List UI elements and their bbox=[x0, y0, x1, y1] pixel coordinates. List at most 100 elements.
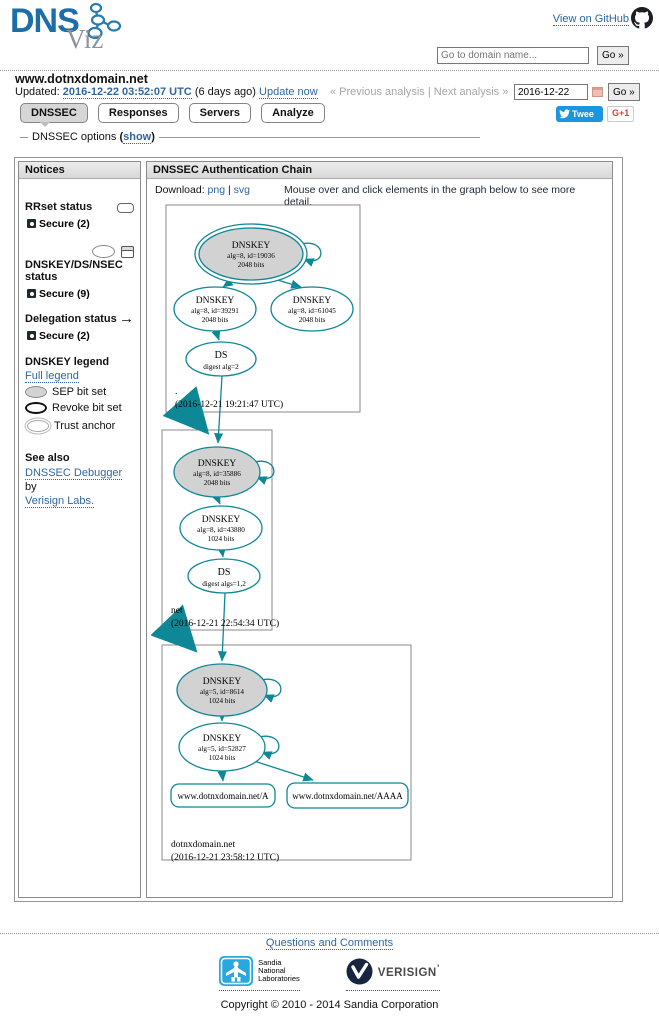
notices-header: Notices bbox=[19, 162, 140, 179]
options-label: DNSSEC options bbox=[32, 131, 117, 143]
updated-label: Updated: bbox=[15, 86, 60, 98]
dnskey-node[interactable] bbox=[270, 286, 354, 332]
dnskey-node[interactable] bbox=[185, 341, 257, 377]
chain-header: DNSSEC Authentication Chain bbox=[147, 162, 612, 179]
update-now-link[interactable]: Update now bbox=[259, 86, 318, 99]
gplus-button[interactable]: G+1 bbox=[607, 106, 635, 122]
node-label: 2048 bits bbox=[299, 316, 326, 324]
updated-row: Updated: 2016-12-22 03:52:07 UTC (6 days… bbox=[15, 86, 318, 99]
calendar-icon[interactable] bbox=[592, 87, 603, 97]
tweet-button[interactable]: Twee bbox=[556, 106, 603, 122]
search-go-button[interactable]: Go » bbox=[597, 46, 629, 65]
dnskey-node[interactable] bbox=[179, 505, 263, 551]
github-octocat-icon[interactable] bbox=[631, 7, 653, 29]
dnssec-debugger-link[interactable]: DNSSEC Debugger bbox=[25, 467, 123, 480]
date-go-button[interactable]: Go » bbox=[608, 83, 640, 101]
dnskey-node[interactable] bbox=[176, 663, 268, 717]
notice-toggle-icon[interactable] bbox=[27, 219, 36, 228]
questions-comments-link[interactable]: Questions and Comments bbox=[265, 937, 394, 950]
sandia-line3: Laboratories bbox=[258, 974, 300, 983]
graph-edge[interactable] bbox=[214, 375, 224, 444]
search-input[interactable] bbox=[437, 47, 589, 64]
analysis-nav-separator: | bbox=[427, 86, 431, 98]
dnskey-secure-notice[interactable]: Secure (9) bbox=[25, 286, 134, 301]
self-loop-edge bbox=[258, 735, 280, 760]
dnskey-node[interactable] bbox=[187, 558, 261, 594]
node-label: DS bbox=[215, 350, 228, 361]
node-label: alg=8, id=61045 bbox=[288, 307, 336, 315]
delegation-edge[interactable] bbox=[151, 604, 198, 653]
rrset-status-title: RRset status bbox=[25, 201, 134, 213]
revoke-bit-icon bbox=[25, 402, 47, 414]
graph-edge[interactable] bbox=[217, 592, 227, 662]
footer-logos: Sandia National Laboratories VERISIGN’ bbox=[0, 956, 659, 991]
see-also-title: See also bbox=[25, 452, 70, 464]
verisign-labs-link[interactable]: Verisign Labs. bbox=[25, 495, 95, 508]
graph-edge[interactable] bbox=[211, 493, 221, 505]
self-loop-edge bbox=[300, 242, 322, 267]
sandia-line2: National bbox=[258, 966, 286, 975]
legend-item-sep: SEP bit set bbox=[25, 386, 134, 398]
gplus-label: G+1 bbox=[612, 108, 630, 118]
twitter-bird-icon bbox=[559, 109, 570, 119]
node-label: DNSKEY bbox=[203, 677, 242, 687]
options-line-right bbox=[158, 136, 480, 138]
verisign-logo-link[interactable]: VERISIGN’ bbox=[345, 956, 440, 991]
previous-analysis-link[interactable]: « Previous analysis bbox=[330, 86, 425, 98]
tab-analyze[interactable]: Analyze bbox=[261, 103, 325, 123]
tab-dnssec[interactable]: DNSSEC bbox=[20, 103, 88, 123]
tab-responses[interactable]: Responses bbox=[97, 103, 179, 123]
notice-toggle-icon[interactable] bbox=[27, 331, 36, 340]
zone-name: . bbox=[175, 387, 177, 397]
rrset-node[interactable] bbox=[170, 783, 276, 808]
copyright-text: Copyright © 2010 - 2014 Sandia Corporati… bbox=[220, 999, 439, 1011]
delegation-secure-notice[interactable]: Secure (2) bbox=[25, 328, 134, 343]
rrset-node[interactable] bbox=[286, 782, 409, 809]
node-label: digest alg=2 bbox=[203, 363, 239, 371]
self-loop-edge bbox=[253, 460, 275, 485]
view-on-github-link[interactable]: View on GitHub bbox=[552, 13, 629, 26]
node-label: alg=8, id=35886 bbox=[193, 470, 241, 478]
delegation-edge[interactable] bbox=[162, 386, 210, 435]
tab-bar: DNSSEC Responses Servers Analyze bbox=[20, 103, 332, 123]
node-label: 2048 bits bbox=[204, 479, 231, 487]
node-label: DNSKEY bbox=[198, 459, 237, 469]
graph-edge[interactable] bbox=[253, 760, 314, 782]
nsec-record-icon bbox=[121, 245, 134, 258]
dnskey-node[interactable] bbox=[198, 227, 304, 281]
next-analysis-link[interactable]: Next analysis » bbox=[433, 86, 509, 98]
tweet-label: Twee bbox=[572, 109, 594, 119]
node-label: www.dotnxdomain.net/AAAA bbox=[292, 791, 403, 801]
graph-edge[interactable] bbox=[217, 770, 227, 782]
dnskey-node[interactable] bbox=[173, 446, 261, 498]
notices-pane: Notices RRset status Secure (2) DNSKEY/D… bbox=[18, 161, 141, 898]
zone-timestamp: (2016-12-21 19:21:47 UTC) bbox=[175, 399, 283, 410]
tab-servers[interactable]: Servers bbox=[188, 103, 252, 123]
node-label: DNSKEY bbox=[232, 241, 271, 251]
node-label: 2048 bits bbox=[202, 316, 229, 324]
dnskey-status-title: DNSKEY/DS/NSEC status bbox=[25, 259, 123, 283]
options-show-link[interactable]: show bbox=[123, 131, 152, 144]
dnsviz-logo[interactable]: DNS Viz bbox=[10, 2, 140, 60]
node-label: alg=5, id=8614 bbox=[200, 688, 244, 696]
site-header: DNS Viz View on GitHub Go » bbox=[0, 0, 659, 71]
node-label: DNSKEY bbox=[202, 515, 241, 525]
notice-toggle-icon[interactable] bbox=[27, 289, 36, 298]
node-label: alg=8, id=39291 bbox=[191, 307, 239, 315]
rrset-secure-notice[interactable]: Secure (2) bbox=[25, 216, 134, 231]
sandia-line1: Sandia bbox=[258, 958, 282, 967]
analysis-date-input[interactable] bbox=[514, 84, 588, 100]
dnskey-node[interactable] bbox=[178, 722, 266, 772]
updated-timestamp-link[interactable]: 2016-12-22 03:52:07 UTC bbox=[62, 86, 192, 99]
graph-edge[interactable] bbox=[217, 546, 227, 558]
node-label: digest algs=1,2 bbox=[202, 580, 246, 588]
dnskey-node[interactable] bbox=[173, 286, 257, 332]
sandia-logo-link[interactable]: Sandia National Laboratories bbox=[219, 956, 300, 991]
full-legend-link[interactable]: Full legend bbox=[25, 370, 79, 383]
graph-edge[interactable] bbox=[211, 329, 221, 341]
logo-nodes-icon bbox=[87, 2, 122, 40]
dnssec-options-row: DNSSEC options (show) bbox=[20, 131, 480, 144]
dnskey-icons bbox=[25, 245, 134, 258]
sandia-logo-icon bbox=[219, 956, 254, 986]
